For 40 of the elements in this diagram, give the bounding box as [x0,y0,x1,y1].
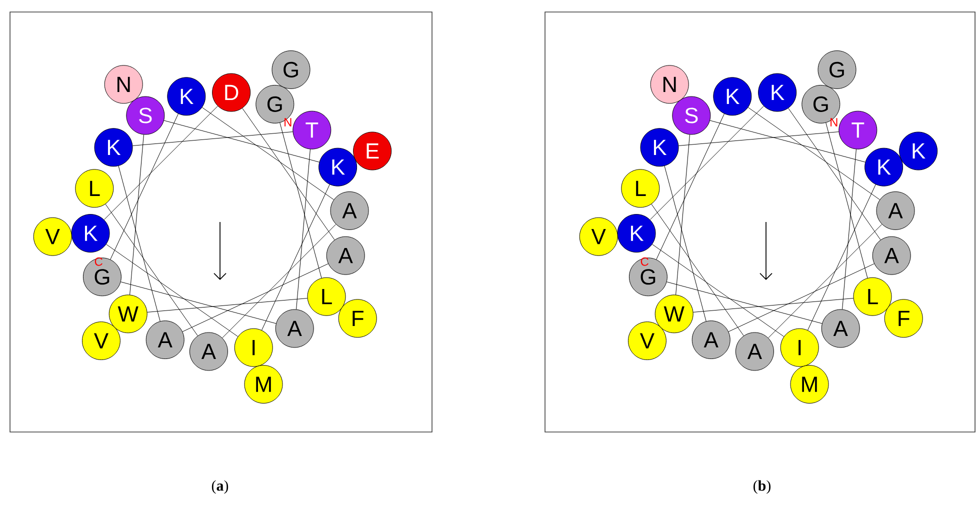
helix-line [710,120,866,162]
helix-line [164,120,320,162]
helix-line [147,298,308,312]
helix-line [656,114,725,260]
helix-line [132,132,293,146]
helix-line [693,298,854,312]
helix-line [676,134,690,295]
helix-line [808,184,876,330]
helix-line [788,108,881,240]
helix-line [664,166,706,322]
helix-line [130,134,144,295]
helix-line [182,263,328,332]
helix-line [650,106,764,220]
helix-line [222,224,336,338]
helix-line [728,263,874,332]
terminus-label: N [284,118,292,126]
helix-line [842,149,856,310]
helix-line [105,204,198,336]
helix-line [242,108,335,240]
helix-line [262,184,330,330]
helix-line [652,244,784,337]
helix-line [826,122,868,278]
helix-line [202,107,334,200]
helix-line [280,122,322,278]
terminus-label: N [830,118,838,126]
helix-line [768,224,882,338]
helix-line [120,282,276,324]
helix-line [118,166,160,322]
helix-line [748,107,880,200]
helix-line [678,132,839,146]
helix-line [104,106,218,220]
terminus-label: C [640,257,648,266]
helix-line [296,149,310,310]
terminus-label: C [94,257,102,266]
helix-line [666,282,822,324]
panel-caption: (b) [754,480,770,494]
helix-line [106,244,238,337]
panel-caption: (a) [212,480,228,494]
helix-line [110,114,179,260]
helix-line [651,204,744,336]
